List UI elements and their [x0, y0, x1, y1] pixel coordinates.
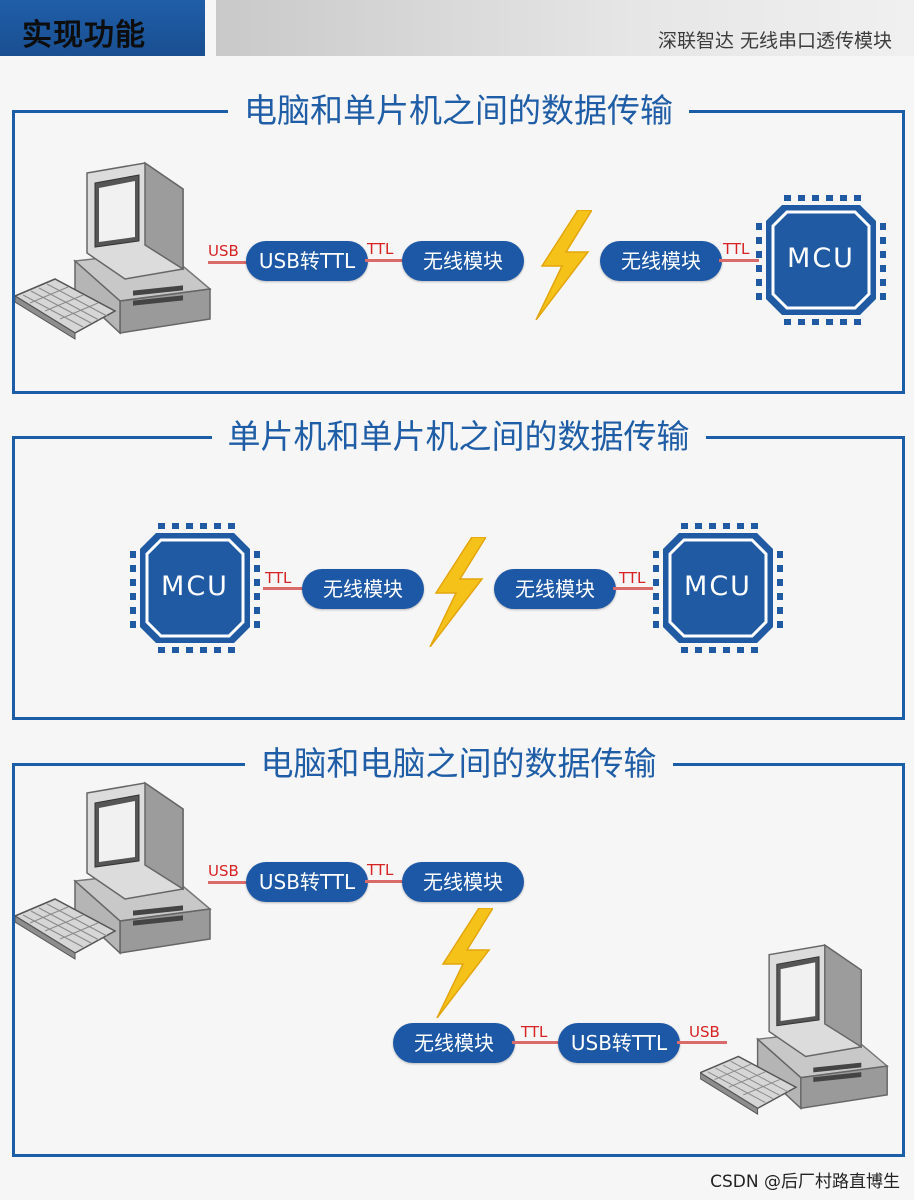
link-line [677, 1041, 727, 1044]
lightning-bolt-icon [426, 537, 486, 647]
link-line [365, 259, 405, 262]
computer-icon [15, 781, 215, 966]
mcu-chip-icon: MCU [653, 523, 783, 653]
port-label-usb: USB [208, 242, 239, 260]
lightning-bolt-icon [532, 210, 592, 320]
panel-mcu-to-mcu: 单片机和单片机之间的数据传输 MCU TTL 无线模块 无线模块 TTL MCU [12, 415, 905, 720]
link-line [263, 587, 303, 590]
mcu-chip-icon: MCU [130, 523, 260, 653]
wireless-module: 无线模块 [402, 862, 524, 902]
panel-title: 单片机和单片机之间的数据传输 [211, 415, 706, 459]
header-accent [0, 0, 205, 56]
port-label-ttl: TTL [367, 240, 394, 258]
panel-pc-to-mcu: 电脑和单片机之间的数据传输 USB USB转TTL TTL 无线模块 无线模块 … [12, 89, 905, 394]
link-line [613, 587, 653, 590]
link-line [512, 1041, 562, 1044]
port-label-ttl: TTL [723, 240, 750, 258]
mcu-label: MCU [161, 571, 229, 602]
watermark: CSDN @后厂村路直博生 [710, 1172, 900, 1192]
header-banner: 深联智达 无线串口透传模块 [216, 0, 914, 56]
wireless-module: 无线模块 [302, 569, 424, 609]
port-label-ttl: TTL [521, 1023, 548, 1041]
computer-icon [15, 161, 215, 346]
wireless-module: 无线模块 [393, 1023, 515, 1063]
port-label-ttl: TTL [265, 569, 292, 587]
usb-ttl-adapter: USB转TTL [558, 1023, 680, 1063]
header-bar: 实现功能 深联智达 无线串口透传模块 [0, 0, 914, 56]
port-label-ttl: TTL [619, 569, 646, 587]
link-line [208, 261, 248, 264]
panel-title: 电脑和单片机之间的数据传输 [228, 89, 689, 133]
link-line [719, 259, 759, 262]
port-label-ttl: TTL [367, 861, 394, 879]
header-subtitle: 深联智达 无线串口透传模块 [657, 30, 892, 52]
mcu-label: MCU [787, 243, 855, 274]
port-label-usb: USB [208, 862, 239, 880]
wireless-module: 无线模块 [494, 569, 616, 609]
page-title: 实现功能 [22, 18, 146, 53]
usb-ttl-adapter: USB转TTL [246, 241, 368, 281]
mcu-chip-icon: MCU [756, 195, 886, 325]
panel-title: 电脑和电脑之间的数据传输 [244, 742, 673, 786]
link-line [208, 881, 248, 884]
mcu-label: MCU [684, 571, 752, 602]
wireless-module: 无线模块 [600, 241, 722, 281]
lightning-bolt-icon [433, 908, 493, 1018]
port-label-usb: USB [689, 1023, 720, 1041]
panel-pc-to-pc: 电脑和电脑之间的数据传输 USB USB转TTL TTL 无线模块 无线模块 T… [12, 742, 905, 1157]
wireless-module: 无线模块 [402, 241, 524, 281]
computer-icon [700, 943, 892, 1121]
usb-ttl-adapter: USB转TTL [246, 862, 368, 902]
link-line [365, 880, 405, 883]
